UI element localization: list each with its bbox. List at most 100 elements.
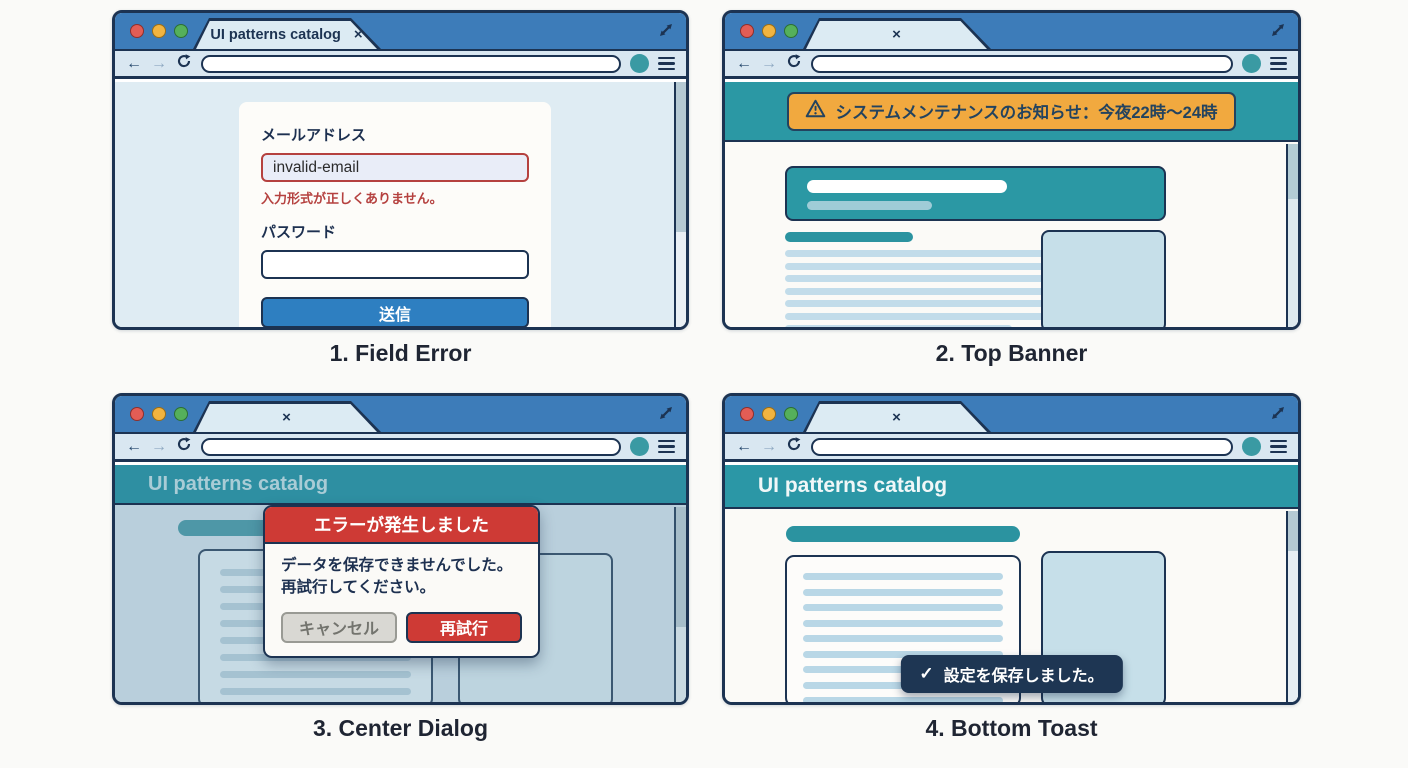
maximize-dot-icon[interactable] xyxy=(174,407,188,421)
browser-tab[interactable]: UI patterns catalog × xyxy=(193,18,381,49)
traffic-lights xyxy=(130,24,188,38)
expand-icon[interactable] xyxy=(657,21,675,39)
check-icon: ✓ xyxy=(919,664,934,683)
caption-top-banner: 2. Top Banner xyxy=(935,340,1088,366)
hero-title-placeholder xyxy=(807,180,1007,193)
caption-field-error: 1. Field Error xyxy=(329,340,472,366)
back-icon[interactable]: ← xyxy=(126,54,142,72)
scrollbar-track[interactable] xyxy=(1286,144,1298,327)
url-bar[interactable] xyxy=(201,437,621,456)
browser-tab[interactable]: × xyxy=(803,18,991,49)
maximize-dot-icon[interactable] xyxy=(174,24,188,38)
cancel-button[interactable]: キャンセル xyxy=(281,611,397,643)
minimize-dot-icon[interactable] xyxy=(152,24,166,38)
banner-text: システムメンテナンスのお知らせ：今夜22時～24時 xyxy=(835,104,1218,122)
tab-close-icon[interactable]: × xyxy=(353,26,363,44)
menu-icon[interactable] xyxy=(1270,56,1287,71)
close-dot-icon[interactable] xyxy=(740,407,754,421)
browser-toolbar: ← → xyxy=(725,51,1298,79)
dialog-title: エラーが発生しました xyxy=(265,507,538,544)
reload-icon[interactable] xyxy=(786,436,802,457)
maximize-dot-icon[interactable] xyxy=(784,407,798,421)
back-icon[interactable]: ← xyxy=(126,437,142,455)
url-bar[interactable] xyxy=(811,54,1233,73)
back-icon[interactable]: ← xyxy=(736,54,752,72)
browser-toolbar: ← → xyxy=(115,434,686,462)
minimize-dot-icon[interactable] xyxy=(152,407,166,421)
forward-icon[interactable]: → xyxy=(761,54,777,72)
email-field[interactable] xyxy=(261,153,529,182)
browser-window-center-dialog: × ← → UI patterns catalog xyxy=(112,393,689,705)
section-heading-placeholder xyxy=(785,232,913,242)
scrollbar-thumb[interactable] xyxy=(676,507,686,627)
menu-icon[interactable] xyxy=(1270,439,1287,454)
sidebar-card xyxy=(1041,230,1166,327)
titlebar: UI patterns catalog × xyxy=(115,13,686,51)
minimize-dot-icon[interactable] xyxy=(762,407,776,421)
menu-icon[interactable] xyxy=(658,439,675,454)
scrollbar-thumb[interactable] xyxy=(1288,511,1298,551)
toast-text: 設定を保存しました。 xyxy=(943,668,1104,685)
dialog-message: データを保存できませんでした。 再試行してください。 xyxy=(265,544,538,600)
browser-toolbar: ← → xyxy=(725,434,1298,462)
browser-tab[interactable]: × xyxy=(193,401,381,432)
expand-icon[interactable] xyxy=(1269,404,1287,422)
profile-avatar[interactable] xyxy=(630,54,649,73)
expand-icon[interactable] xyxy=(1269,21,1287,39)
tab-title: UI patterns catalog xyxy=(210,26,341,43)
scrollbar-track[interactable] xyxy=(674,82,686,327)
maximize-dot-icon[interactable] xyxy=(784,24,798,38)
banner-strip: システムメンテナンスのお知らせ：今夜22時～24時 xyxy=(725,82,1298,142)
site-header: UI patterns catalog xyxy=(115,465,686,505)
error-dialog: エラーが発生しました データを保存できませんでした。 再試行してください。 キャ… xyxy=(263,505,540,658)
site-header: UI patterns catalog xyxy=(725,465,1298,509)
titlebar: × xyxy=(725,396,1298,434)
profile-avatar[interactable] xyxy=(630,437,649,456)
retry-button[interactable]: 再試行 xyxy=(406,611,522,643)
success-toast: ✓ 設定を保存しました。 xyxy=(900,655,1123,693)
url-bar[interactable] xyxy=(201,54,621,73)
url-bar[interactable] xyxy=(811,437,1233,456)
caption-center-dialog: 3. Center Dialog xyxy=(312,715,489,741)
password-field[interactable] xyxy=(261,250,529,279)
scrollbar-thumb[interactable] xyxy=(1288,144,1298,199)
reload-icon[interactable] xyxy=(176,436,192,457)
warning-icon xyxy=(805,99,826,123)
profile-avatar[interactable] xyxy=(1242,54,1261,73)
text-placeholder-lines xyxy=(785,250,1052,327)
scrollbar-track[interactable] xyxy=(674,507,686,702)
page-content: UI patterns catalog ✓ 設定を保存しました。 xyxy=(725,465,1298,702)
minimize-dot-icon[interactable] xyxy=(762,24,776,38)
page-content: UI patterns catalog エラーが発生しました データを保存できま… xyxy=(115,465,686,702)
maintenance-banner: システムメンテナンスのお知らせ：今夜22時～24時 xyxy=(787,91,1236,131)
reload-icon[interactable] xyxy=(786,53,802,74)
submit-button[interactable]: 送信 xyxy=(261,297,529,327)
close-dot-icon[interactable] xyxy=(130,24,144,38)
browser-window-bottom-toast: × ← → UI patterns catalog xyxy=(722,393,1301,705)
close-dot-icon[interactable] xyxy=(130,407,144,421)
tab-close-icon[interactable]: × xyxy=(892,409,901,427)
scrollbar-thumb[interactable] xyxy=(676,82,686,232)
page-content: システムメンテナンスのお知らせ：今夜22時～24時 xyxy=(725,82,1298,327)
section-heading-placeholder xyxy=(786,526,1020,542)
expand-icon[interactable] xyxy=(657,404,675,422)
forward-icon[interactable]: → xyxy=(151,54,167,72)
traffic-lights xyxy=(740,407,798,421)
scrollbar-track[interactable] xyxy=(1286,511,1298,702)
forward-icon[interactable]: → xyxy=(151,437,167,455)
profile-avatar[interactable] xyxy=(1242,437,1261,456)
email-error-message: 入力形式が正しくありません。 xyxy=(261,191,443,206)
back-icon[interactable]: ← xyxy=(736,437,752,455)
close-dot-icon[interactable] xyxy=(740,24,754,38)
tab-close-icon[interactable]: × xyxy=(892,26,901,44)
login-form-card: メールアドレス 入力形式が正しくありません。 パスワード 送信 xyxy=(239,102,551,327)
dialog-message-line1: データを保存できませんでした。 xyxy=(281,557,513,574)
reload-icon[interactable] xyxy=(176,53,192,74)
browser-tab[interactable]: × xyxy=(803,401,991,432)
menu-icon[interactable] xyxy=(658,56,675,71)
traffic-lights xyxy=(740,24,798,38)
forward-icon[interactable]: → xyxy=(761,437,777,455)
site-title: UI patterns catalog xyxy=(148,472,329,495)
tab-close-icon[interactable]: × xyxy=(282,409,291,427)
email-label: メールアドレス xyxy=(261,127,367,144)
